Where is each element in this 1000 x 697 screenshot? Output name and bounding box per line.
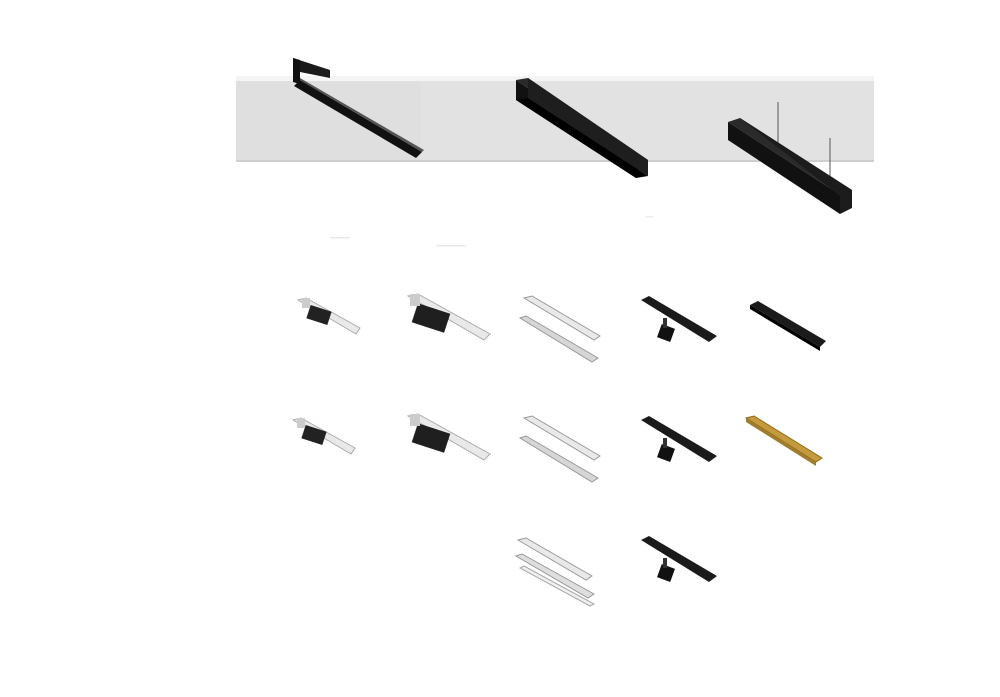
catalog-item-white-housing-with-driver-large: [400, 288, 500, 368]
white-profile-with-diffuser-render: [518, 415, 601, 483]
black-profile-render: [750, 301, 826, 351]
recessed-profile: [293, 58, 424, 158]
white-housing-with-driver-small-render: [291, 417, 356, 455]
catalog-item-white-profile-with-diffuser: [510, 288, 610, 368]
catalog-item-white-profile-with-clips: [510, 528, 610, 608]
catalog-item-black-track-with-spot: [635, 528, 735, 608]
catalog-item-white-housing-with-driver-large: [400, 408, 500, 488]
ceiling-installation-scene: [236, 58, 874, 247]
catalog-item-white-housing-with-driver-small: [285, 408, 385, 488]
black-track-with-spot-render: [641, 296, 717, 342]
catalog-item-black-profile: [740, 295, 840, 375]
catalog-item-gold-profile: [740, 408, 840, 488]
catalog-item-white-housing-with-driver-small: [290, 288, 390, 368]
white-profile-with-clips-render: [514, 537, 596, 607]
catalog-item-black-track-with-spot: [635, 408, 735, 488]
white-housing-with-driver-large-render: [406, 413, 491, 461]
catalog-item-black-track-with-spot: [635, 288, 735, 368]
white-housing-with-driver-small-render: [296, 297, 361, 335]
white-profile-with-diffuser-render: [518, 295, 601, 363]
suspended-profile: [728, 102, 852, 214]
black-track-with-spot-render: [641, 536, 717, 582]
gold-profile-render: [744, 415, 823, 466]
white-housing-with-driver-large-render: [406, 293, 491, 341]
surface-profile: [516, 78, 648, 178]
catalog-item-white-profile-with-diffuser: [510, 408, 610, 488]
black-track-with-spot-render: [641, 416, 717, 462]
